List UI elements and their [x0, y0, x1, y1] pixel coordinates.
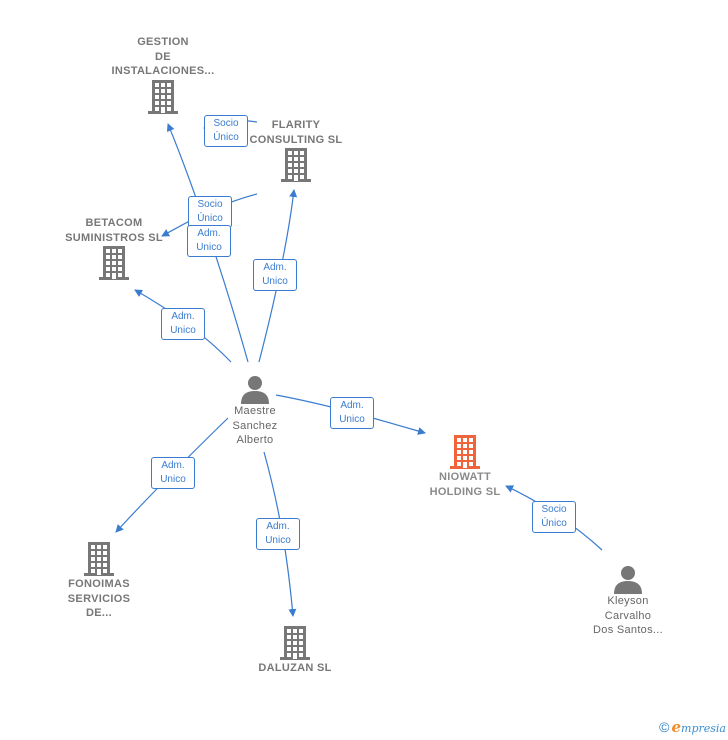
- label-line: Único: [541, 518, 567, 529]
- building-icon: [281, 148, 311, 182]
- badge-adm-unico[interactable]: Adm. Unico: [330, 397, 374, 429]
- label-line: Adm.: [340, 400, 364, 411]
- label-line: Dos Santos...: [593, 624, 663, 636]
- label-line: Adm.: [266, 521, 290, 532]
- label-line: Socio: [197, 199, 223, 210]
- node-niowatt[interactable]: NIOWATT HOLDING SL: [405, 434, 525, 499]
- label-line: Unico: [196, 242, 222, 253]
- label-line: Socio: [213, 118, 239, 129]
- label-line: Maestre: [234, 405, 276, 417]
- badge-adm-unico[interactable]: Adm. Unico: [253, 259, 297, 291]
- label-line: BETACOM: [85, 217, 143, 229]
- label-line: FONOIMAS: [68, 578, 130, 590]
- copyright-footer: ©empresia: [659, 718, 726, 736]
- label-line: Único: [197, 213, 223, 224]
- node-label: DALUZAN SL: [240, 661, 350, 676]
- node-flarity[interactable]: FLARITY CONSULTING SL: [236, 118, 356, 183]
- node-gestion[interactable]: GESTION DE INSTALACIONES...: [98, 35, 228, 115]
- node-label: GESTION DE INSTALACIONES...: [98, 35, 228, 79]
- label-line: SERVICIOS: [67, 592, 131, 605]
- person-icon: [241, 376, 269, 404]
- node-betacom[interactable]: BETACOM SUMINISTROS SL: [54, 216, 174, 281]
- label-line: DALUZAN SL: [258, 662, 332, 674]
- label-line: Socio: [541, 504, 567, 515]
- label-line: Carvalho: [604, 609, 652, 622]
- node-label: FLARITY CONSULTING SL: [236, 118, 356, 147]
- building-icon: [99, 246, 129, 280]
- label-line: CONSULTING SL: [249, 133, 343, 146]
- node-label: FONOIMAS SERVICIOS DE...: [44, 577, 154, 621]
- node-fonoimas[interactable]: FONOIMAS SERVICIOS DE...: [44, 541, 154, 621]
- label-line: Unico: [170, 325, 196, 336]
- label-line: Adm.: [171, 311, 195, 322]
- label-line: NIOWATT: [439, 471, 491, 483]
- label-line: Unico: [160, 474, 186, 485]
- label-line: Único: [213, 132, 239, 143]
- badge-adm-unico[interactable]: Adm. Unico: [151, 457, 195, 489]
- label-line: Kleyson: [607, 595, 649, 607]
- node-label: NIOWATT HOLDING SL: [405, 470, 525, 499]
- label-line: Adm.: [197, 228, 221, 239]
- label-line: Unico: [262, 276, 288, 287]
- person-icon: [614, 566, 642, 594]
- label-line: INSTALACIONES...: [111, 65, 215, 77]
- node-daluzan[interactable]: DALUZAN SL: [240, 625, 350, 676]
- building-icon: [148, 79, 178, 114]
- badge-adm-unico[interactable]: Adm. Unico: [256, 518, 300, 550]
- label-line: GESTION: [137, 36, 189, 48]
- label-line: Adm.: [263, 262, 287, 273]
- building-icon: [280, 626, 310, 660]
- label-line: Alberto: [236, 434, 274, 446]
- label-line: HOLDING SL: [429, 485, 501, 498]
- building-icon: [84, 542, 114, 576]
- label-line: Sanchez: [232, 419, 278, 432]
- empresia-logo[interactable]: empresia: [671, 718, 726, 736]
- label-line: Unico: [339, 414, 365, 425]
- copyright-icon: ©: [659, 719, 670, 735]
- badge-adm-unico[interactable]: Adm. Unico: [161, 308, 205, 340]
- label-line: Adm.: [161, 460, 185, 471]
- label-line: DE...: [86, 607, 112, 619]
- label-line: Unico: [265, 535, 291, 546]
- badge-adm-unico[interactable]: Adm. Unico: [187, 225, 231, 257]
- label-line: FLARITY: [271, 119, 321, 131]
- label-line: SUMINISTROS SL: [65, 231, 163, 244]
- building-icon: [450, 435, 480, 469]
- node-label: BETACOM SUMINISTROS SL: [54, 216, 174, 245]
- label-line: DE: [155, 50, 171, 63]
